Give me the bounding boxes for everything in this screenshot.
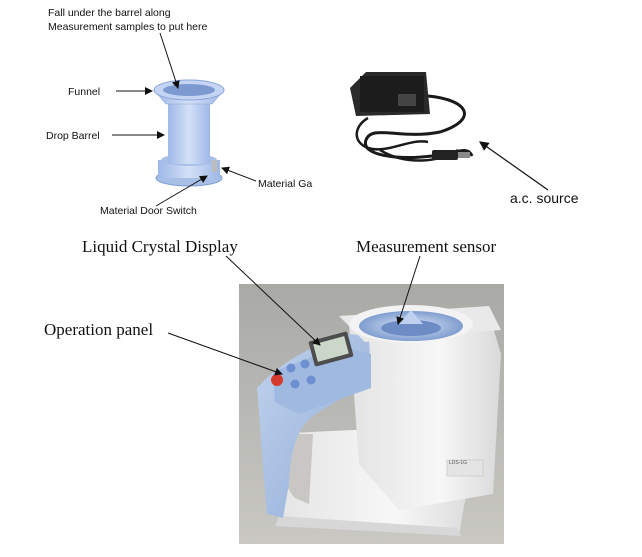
material-gate-label: Material Ga	[258, 178, 313, 190]
caption-line-1: Fall under the barrel along	[48, 7, 171, 19]
device-model: LDS-1G	[449, 460, 468, 466]
caption-line-2: Measurement samples to put here	[48, 21, 208, 33]
drop-barrel-label: Drop Barrel	[46, 130, 100, 142]
device-photo: LDS-1G	[239, 284, 504, 544]
lcd-label: Liquid Crystal Display	[82, 237, 238, 256]
funnel-barrel-illustration	[153, 79, 225, 187]
ac-source-label: a.c. source	[510, 190, 579, 206]
device-illustration	[239, 284, 504, 544]
ac-adapter-illustration	[350, 72, 474, 162]
funnel-label: Funnel	[68, 86, 101, 98]
operation-panel-label: Operation panel	[44, 320, 154, 339]
material-door-switch-label: Material Door Switch	[100, 205, 197, 217]
power-button-icon	[271, 374, 283, 386]
measurement-sensor-label: Measurement sensor	[356, 237, 497, 256]
